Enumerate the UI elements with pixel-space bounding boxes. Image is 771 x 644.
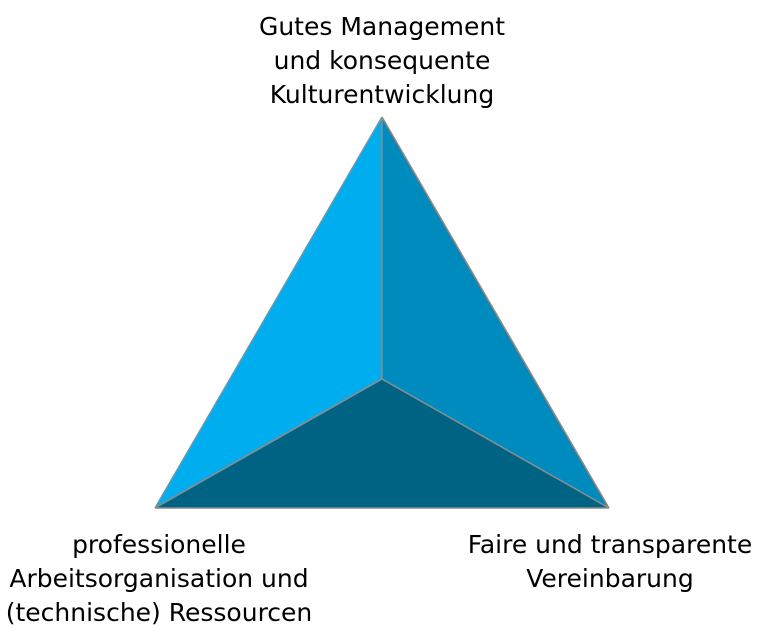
pyramid-face-bottom (155, 379, 609, 508)
label-left-vertex: professionelle Arbeitsorganisation und (… (0, 528, 318, 630)
label-right-vertex: Faire und transparente Vereinbarung (460, 528, 760, 596)
label-top-vertex: Gutes Management und konsequente Kulture… (232, 10, 532, 112)
label-left-line-3: (technische) Ressourcen (5, 598, 313, 627)
label-top-line-1: Gutes Management (258, 12, 506, 41)
edge-center-right (381, 378, 610, 509)
label-left-line-1: professionelle (72, 530, 246, 559)
label-right-line-1: Faire und transparente (467, 530, 753, 559)
label-right-line-2: Vereinbarung (526, 564, 694, 593)
edge-center-left (154, 378, 383, 509)
label-top-line-3: Kulturentwicklung (269, 80, 495, 109)
edge-right-outer (381, 116, 610, 509)
edge-left-outer (154, 116, 383, 509)
label-left-line-2: Arbeitsorganisation und (9, 564, 309, 593)
label-top-line-2: und konsequente (273, 46, 491, 75)
pyramid-edges (154, 116, 610, 509)
